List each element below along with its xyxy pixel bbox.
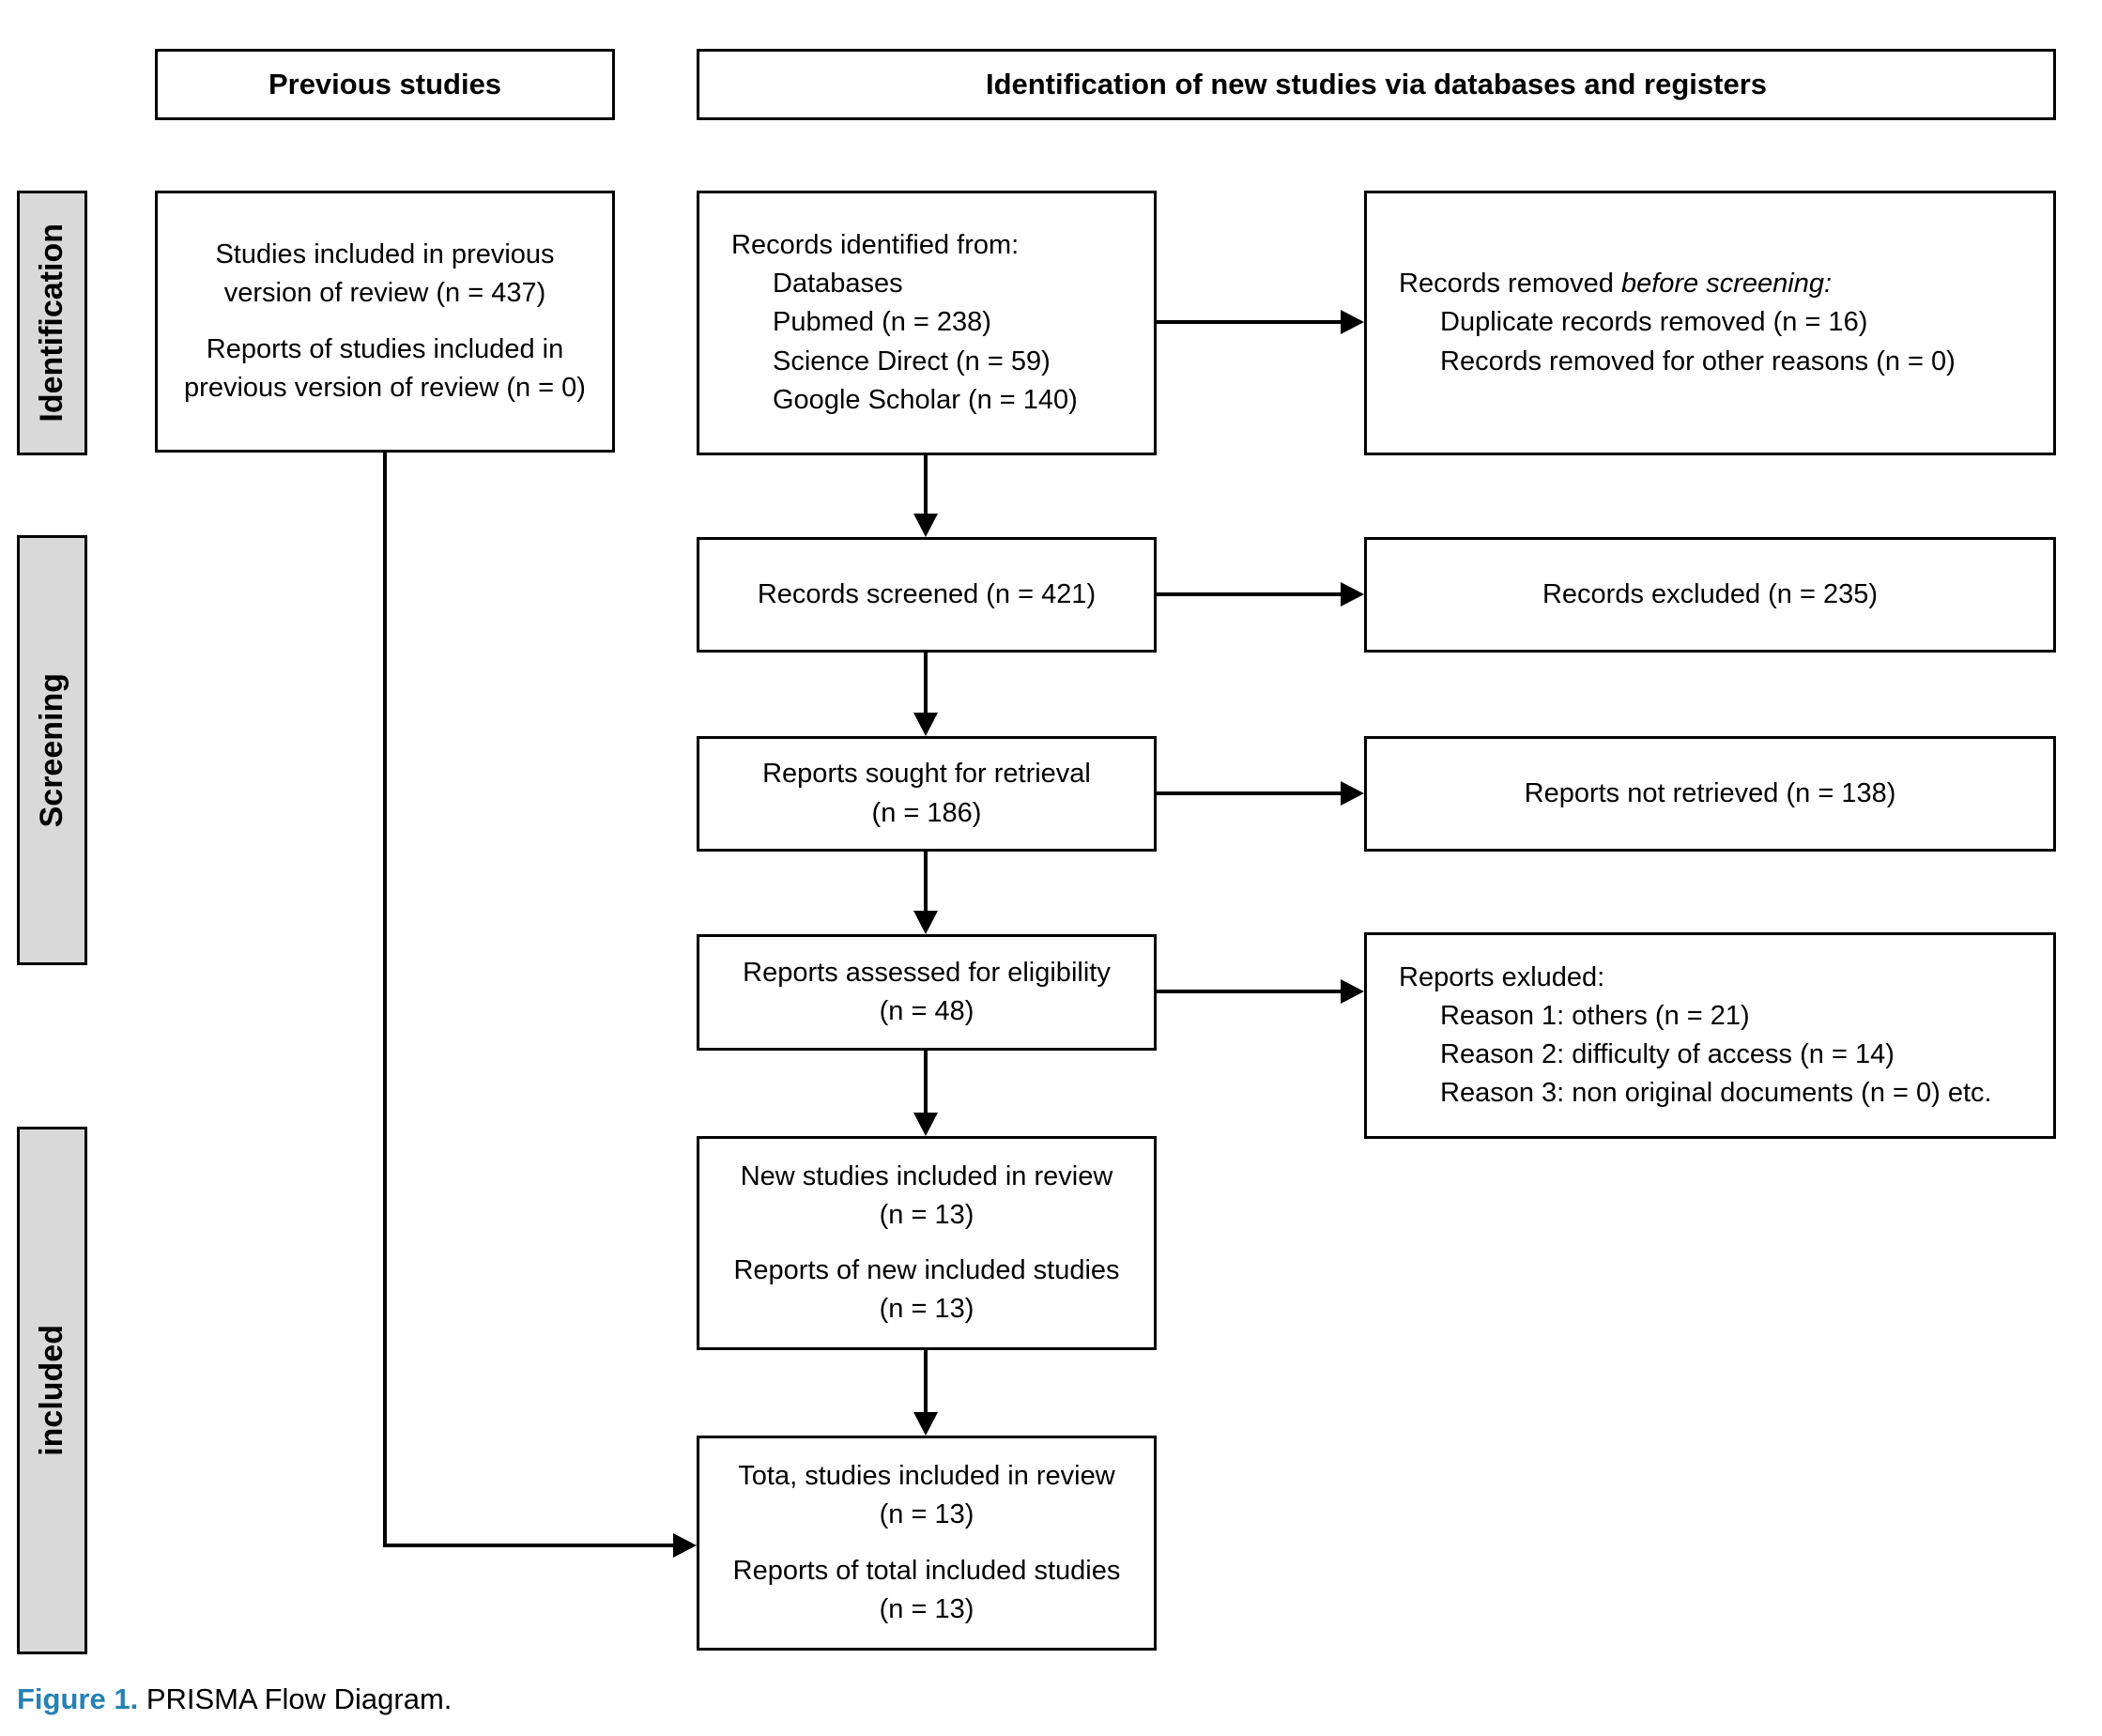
reports-excluded-item: Reason 3: non original documents (n = 0)… bbox=[1440, 1078, 1992, 1109]
records-identified-item: Pubmed (n = 238) bbox=[773, 307, 991, 338]
new-studies-count-2: (n = 13) bbox=[879, 1294, 974, 1325]
arrow-previous-to-total-vertical bbox=[383, 453, 387, 1547]
records-excluded-box: Records excluded (n = 235) bbox=[1364, 537, 2056, 653]
stage-identification-label: Identification bbox=[34, 223, 69, 422]
total-studies-paragraph-2: Reports of total included studies (n = 1… bbox=[733, 1552, 1121, 1629]
arrow-assessed-to-new-head bbox=[913, 1113, 938, 1136]
reports-excluded-box: Reports exluded: Reason 1: others (n = 2… bbox=[1364, 932, 2056, 1139]
arrow-sought-to-assessed-shaft bbox=[924, 852, 928, 913]
total-studies-text-2: Reports of total included studies bbox=[732, 1555, 1121, 1586]
reports-assessed-box: Reports assessed for eligibility (n = 48… bbox=[697, 934, 1157, 1051]
identification-new-studies-header: Identification of new studies via databa… bbox=[697, 49, 2056, 120]
reports-assessed-count: (n = 48) bbox=[879, 996, 974, 1026]
records-identified-item: Google Scholar (n = 140) bbox=[773, 384, 1078, 415]
records-excluded-label: Records excluded (n = 235) bbox=[1542, 578, 1879, 609]
new-studies-text-2: Reports of new included studies bbox=[733, 1255, 1120, 1285]
reports-not-retrieved-box: Reports not retrieved (n = 138) bbox=[1364, 736, 2056, 852]
arrow-previous-to-total-horizontal bbox=[383, 1544, 674, 1547]
figure-caption-label: Figure 1. bbox=[17, 1682, 139, 1715]
reports-sought-label: Reports sought for retrieval bbox=[762, 759, 1091, 790]
arrow-sought-to-notretrieved-shaft bbox=[1157, 791, 1343, 795]
arrow-identified-to-screened-shaft bbox=[924, 455, 928, 515]
reports-not-retrieved-label: Reports not retrieved (n = 138) bbox=[1524, 777, 1896, 808]
records-identified-title: Records identified from: bbox=[731, 230, 1020, 261]
records-removed-item: Records removed for other reasons (n = 0… bbox=[1440, 346, 1956, 376]
figure-caption: Figure 1. PRISMA Flow Diagram. bbox=[17, 1682, 452, 1716]
stage-screening: Screening bbox=[17, 535, 87, 965]
records-removed-title: Records removed before screening: bbox=[1399, 265, 2038, 303]
arrow-previous-to-total-head bbox=[673, 1533, 697, 1558]
total-studies-box: Tota, studies included in review (n = 13… bbox=[697, 1436, 1157, 1651]
reports-sought-count: (n = 186) bbox=[871, 797, 982, 828]
arrow-identified-to-removed-shaft bbox=[1157, 320, 1343, 324]
arrow-assessed-to-excludedreasons-shaft bbox=[1157, 990, 1343, 993]
identification-new-studies-header-label: Identification of new studies via databa… bbox=[985, 68, 1768, 100]
new-studies-text-1: New studies included in review bbox=[740, 1160, 1113, 1191]
arrow-identified-to-removed-head bbox=[1341, 310, 1364, 334]
previous-studies-header: Previous studies bbox=[155, 49, 615, 120]
reports-excluded-title: Reports exluded: bbox=[1399, 961, 1605, 992]
arrow-identified-to-screened-head bbox=[913, 514, 938, 537]
stage-screening-label: Screening bbox=[34, 672, 69, 828]
arrow-screened-to-sought-head bbox=[913, 713, 938, 736]
records-identified-item: Science Direct (n = 59) bbox=[773, 346, 1051, 376]
arrow-sought-to-notretrieved-head bbox=[1341, 781, 1364, 806]
total-studies-count-1: (n = 13) bbox=[879, 1499, 974, 1530]
total-studies-count-2: (n = 13) bbox=[879, 1593, 974, 1624]
previous-studies-paragraph-1: Studies included in previous version of … bbox=[215, 239, 555, 309]
reports-excluded-item: Reason 2: difficulty of access (n = 14) bbox=[1440, 1039, 1895, 1069]
stage-identification: Identification bbox=[17, 191, 87, 455]
records-identified-item: Databases bbox=[773, 269, 903, 300]
arrow-new-to-total-head bbox=[913, 1412, 938, 1436]
records-removed-item: Duplicate records removed (n = 16) bbox=[1440, 307, 1868, 338]
stage-included: included bbox=[17, 1127, 87, 1654]
previous-studies-paragraph-2: Reports of studies included in previous … bbox=[184, 333, 586, 403]
arrow-assessed-to-new-shaft bbox=[924, 1051, 928, 1114]
new-studies-paragraph-1: New studies included in review (n = 13) bbox=[741, 1158, 1113, 1235]
arrow-screened-to-excluded-shaft bbox=[1157, 592, 1343, 596]
figure-caption-text: PRISMA Flow Diagram. bbox=[146, 1682, 453, 1715]
arrow-screened-to-excluded-head bbox=[1341, 582, 1364, 607]
records-screened-label: Records screened (n = 421) bbox=[757, 578, 1097, 609]
records-removed-box: Records removed before screening: Duplic… bbox=[1364, 191, 2056, 455]
previous-studies-box: Studies included in previous version of … bbox=[155, 191, 615, 453]
previous-studies-header-label: Previous studies bbox=[268, 68, 502, 100]
total-studies-text-1: Tota, studies included in review bbox=[738, 1461, 1115, 1492]
records-removed-title-prefix: Records removed bbox=[1399, 269, 1614, 300]
records-removed-title-italic: before screening: bbox=[1620, 269, 1833, 300]
total-studies-paragraph-1: Tota, studies included in review (n = 13… bbox=[738, 1457, 1114, 1534]
arrow-new-to-total-shaft bbox=[924, 1350, 928, 1414]
arrow-assessed-to-excludedreasons-head bbox=[1341, 979, 1364, 1004]
new-studies-box: New studies included in review (n = 13) … bbox=[697, 1136, 1157, 1350]
records-identified-box: Records identified from: Databases Pubme… bbox=[697, 191, 1157, 455]
records-screened-box: Records screened (n = 421) bbox=[697, 537, 1157, 653]
reports-assessed-label: Reports assessed for eligibility bbox=[743, 957, 1111, 988]
reports-excluded-item: Reason 1: others (n = 21) bbox=[1440, 1000, 1750, 1031]
reports-sought-box: Reports sought for retrieval (n = 186) bbox=[697, 736, 1157, 852]
arrow-sought-to-assessed-head bbox=[913, 911, 938, 934]
stage-included-label: included bbox=[34, 1325, 69, 1456]
new-studies-paragraph-2: Reports of new included studies (n = 13) bbox=[733, 1252, 1119, 1329]
arrow-screened-to-sought-shaft bbox=[924, 653, 928, 714]
new-studies-count-1: (n = 13) bbox=[879, 1199, 974, 1230]
